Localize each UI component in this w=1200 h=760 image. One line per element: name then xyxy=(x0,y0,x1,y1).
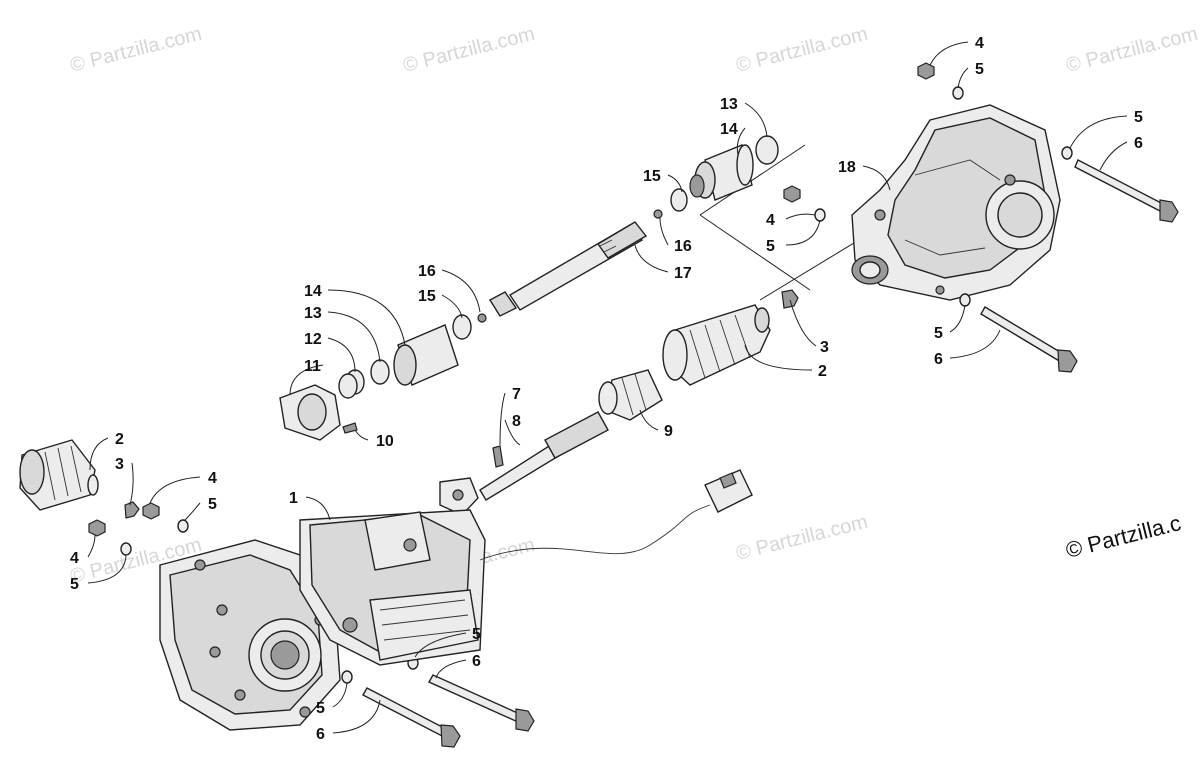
washer-icon xyxy=(177,519,189,533)
callout-number: 16 xyxy=(418,263,436,280)
callout-number: 9 xyxy=(664,423,673,440)
callout-number: 4 xyxy=(208,470,217,487)
callout-number: 14 xyxy=(720,121,738,138)
upper-boot-set[interactable] xyxy=(653,135,779,219)
callout-number: 3 xyxy=(820,339,829,356)
callout-number: 5 xyxy=(208,496,217,513)
hardware-top-right xyxy=(783,62,1179,373)
bolt-icon xyxy=(1074,159,1166,213)
leader-lines xyxy=(87,41,1128,734)
rear-differential-housing[interactable] xyxy=(851,104,1061,301)
callout-number: 4 xyxy=(766,212,775,229)
lower-shaft-boot[interactable] xyxy=(19,439,140,519)
washer-icon xyxy=(814,208,826,222)
callout-number: 10 xyxy=(376,433,394,450)
callout-number: 5 xyxy=(934,325,943,342)
washer-icon xyxy=(1061,146,1073,160)
callout-number: 5 xyxy=(975,61,984,78)
callout-number: 6 xyxy=(472,653,481,670)
brand-watermark: © Partzilla.c xyxy=(1063,510,1183,563)
nut-icon xyxy=(917,62,935,80)
hardware-left xyxy=(88,502,535,748)
callout-number: 13 xyxy=(304,305,322,322)
nut-icon xyxy=(783,185,801,203)
callout-number: 17 xyxy=(674,265,692,282)
nut-icon xyxy=(142,502,160,520)
front-drive-shaft[interactable] xyxy=(439,411,609,516)
callout-number: 5 xyxy=(70,576,79,593)
callout-number: 2 xyxy=(818,363,827,380)
callout-number: 11 xyxy=(304,358,321,375)
callout-number: 15 xyxy=(418,288,436,305)
callout-number: 12 xyxy=(304,331,322,348)
watermark: © Partzilla.com xyxy=(734,511,870,565)
bolt-icon xyxy=(428,674,523,723)
watermark: © Partzilla.com xyxy=(1064,23,1200,77)
callout-number: 5 xyxy=(1134,109,1143,126)
callout-number: 8 xyxy=(512,413,521,430)
nut-icon xyxy=(88,519,106,537)
watermark: © Partzilla.com xyxy=(401,23,537,77)
callout-number: 2 xyxy=(115,431,124,448)
callout-number: 6 xyxy=(934,351,943,368)
callout-labels: 4 5 5 6 18 4 5 5 6 3 2 13 14 15 16 17 16… xyxy=(70,35,1143,743)
callout-number: 7 xyxy=(512,386,521,403)
watermark-group: © Partzilla.com © Partzilla.com © Partzi… xyxy=(68,23,1200,588)
wiring-harness[interactable] xyxy=(479,469,753,561)
washer-icon xyxy=(120,542,132,556)
callout-number: 18 xyxy=(838,159,856,176)
callout-number: 1 xyxy=(289,490,298,507)
front-shaft-boot[interactable] xyxy=(598,369,663,421)
callout-number: 13 xyxy=(720,96,738,113)
drive-shaft-upper[interactable] xyxy=(489,221,648,317)
lower-boot-set[interactable] xyxy=(279,313,487,441)
callout-number: 14 xyxy=(304,283,322,300)
watermark: © Partzilla.com xyxy=(734,23,870,77)
callout-number: 3 xyxy=(115,456,124,473)
upper-shaft-boot[interactable] xyxy=(662,289,799,386)
callout-number: 5 xyxy=(472,626,481,643)
watermark: © Partzilla.com xyxy=(68,23,204,77)
callout-number: 5 xyxy=(766,238,775,255)
washer-icon xyxy=(952,86,964,100)
front-gear-case[interactable] xyxy=(159,509,486,731)
washer-icon xyxy=(959,293,971,307)
bolt-icon xyxy=(492,445,504,468)
callout-number: 5 xyxy=(316,700,325,717)
washer-icon xyxy=(341,670,353,684)
callout-number: 15 xyxy=(643,168,661,185)
callout-number: 4 xyxy=(70,550,79,567)
callout-number: 6 xyxy=(316,726,325,743)
callout-number: 16 xyxy=(674,238,692,255)
callout-number: 4 xyxy=(975,35,984,52)
callout-number: 6 xyxy=(1134,135,1143,152)
bolt-icon xyxy=(980,306,1066,363)
